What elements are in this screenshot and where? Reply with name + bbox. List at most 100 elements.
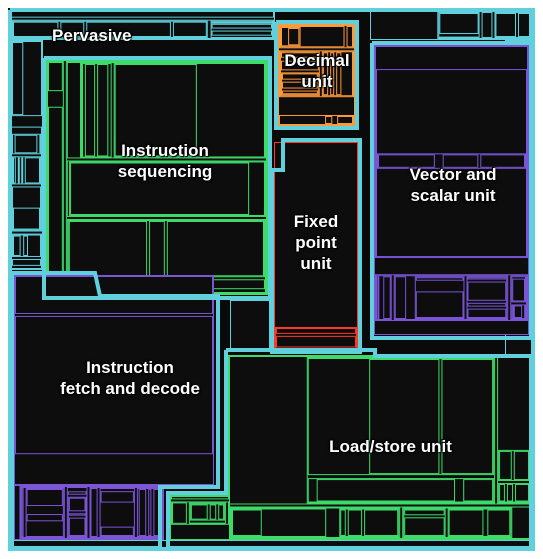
- circuit-block: [467, 277, 507, 280]
- instruction-sequencing-label-line-1: Instruction: [121, 141, 209, 160]
- circuit-block: [211, 21, 273, 24]
- circuit-block: [26, 489, 63, 507]
- circuit-block: [515, 484, 530, 502]
- load-store-unit-label: Load/store unit: [308, 436, 473, 457]
- circuit-block: [13, 157, 16, 184]
- circuit-block: [439, 36, 479, 39]
- fixed-point-unit-region: [274, 142, 358, 350]
- vector-scalar-unit-label-line-2: scalar unit: [410, 186, 496, 205]
- circuit-block: [70, 162, 250, 215]
- pervasive-label-line-1: Pervasive: [52, 26, 132, 45]
- circuit-block: [282, 81, 318, 89]
- circuit-block: [68, 497, 86, 512]
- circuit-block: [441, 359, 494, 475]
- circuit-block: [346, 26, 354, 48]
- circuit-block: [100, 526, 134, 536]
- circuit-block: [218, 504, 225, 520]
- circuit-block: [279, 114, 354, 125]
- circuit-block: [383, 276, 391, 320]
- circuit-block: [282, 90, 318, 95]
- unit-borders: [8, 8, 535, 551]
- fixed-point-unit-label-line-1: Fixed: [293, 212, 339, 231]
- circuit-block: [442, 154, 479, 168]
- circuit-block: [497, 357, 532, 504]
- circuit-block: [404, 509, 445, 516]
- instruction-sequencing-label: Instruction sequencing: [100, 140, 230, 182]
- circuit-block: [48, 106, 63, 293]
- circuit-block: [336, 52, 342, 96]
- decimal-unit-border: [274, 20, 359, 130]
- circuit-block: [15, 315, 213, 455]
- circuit-block: [524, 305, 527, 319]
- circuit-block: [415, 291, 464, 319]
- circuit-block: [499, 450, 512, 481]
- circuit-block: [364, 509, 399, 536]
- circuit-block: [190, 504, 208, 520]
- circuit-block: [377, 276, 380, 320]
- circuit-block: [448, 509, 484, 536]
- circuit-block: [467, 281, 507, 301]
- circuit-block: [316, 479, 456, 502]
- circuit-block: [211, 30, 273, 36]
- circuit-block: [26, 514, 63, 522]
- circuit-block: [512, 305, 515, 319]
- circuit-block: [487, 509, 511, 536]
- circuit-block: [84, 64, 96, 157]
- circuit-block: [90, 488, 98, 537]
- circuit-block: [67, 491, 87, 495]
- circuit-block: [148, 489, 152, 536]
- vector-scalar-unit-label: Vector and scalar unit: [390, 164, 516, 206]
- circuit-block: [12, 42, 24, 116]
- circuit-block: [86, 21, 171, 38]
- circuit-block: [171, 496, 229, 500]
- circuit-block: [481, 12, 493, 38]
- circuit-block: [17, 157, 20, 184]
- circuit-block: [232, 509, 262, 536]
- circuit-block: [21, 157, 24, 184]
- instruction-fetch-decode-region: [14, 275, 214, 540]
- circuit-block: [12, 258, 41, 266]
- circuit-block: [68, 513, 86, 516]
- circuit-block: [330, 52, 335, 96]
- circuit-block: [230, 300, 270, 350]
- circuit-block: [68, 517, 86, 536]
- instruction-sequencing-label-line-2: sequencing: [117, 162, 213, 181]
- circuit-block: [513, 305, 523, 319]
- decimal-unit-label-line-2: unit: [301, 72, 333, 91]
- decimal-unit-label: Decimal unit: [277, 50, 357, 92]
- circuit-block: [463, 479, 494, 502]
- fixed-point-unit-label-line-3: unit: [300, 254, 332, 273]
- circuit-block: [14, 134, 38, 154]
- circuit-block: [517, 13, 530, 37]
- circuit-block: [369, 359, 440, 475]
- circuit-block: [467, 302, 507, 307]
- circuit-block: [274, 142, 358, 350]
- circuit-block: [337, 115, 354, 124]
- instruction-fetch-decode-label: Instruction fetch and decode: [50, 357, 210, 399]
- circuit-block: [97, 64, 109, 157]
- decimal-unit-label-line-1: Decimal: [284, 51, 350, 70]
- circuit-block: [415, 277, 464, 281]
- circuit-block: [100, 491, 134, 503]
- circuit-block: [60, 21, 85, 38]
- circuit-block: [24, 157, 40, 184]
- circuit-block: [149, 220, 165, 277]
- circuit-block: [467, 308, 507, 319]
- circuit-block: [513, 450, 530, 481]
- vector-scalar-unit-region: [374, 45, 529, 335]
- circuit-block: [340, 509, 346, 536]
- circuit-block: [282, 73, 318, 80]
- load-store-unit-label-line-1: Load/store unit: [329, 437, 452, 456]
- circuit-block: [211, 23, 273, 29]
- circuit-block: [378, 154, 435, 168]
- fixed-point-unit-label-line-2: point: [295, 233, 337, 252]
- circuit-block: [172, 21, 207, 38]
- load-store-unit-region: [170, 355, 533, 540]
- instruction-fetch-decode-label-line-1: Instruction: [86, 358, 174, 377]
- circuit-block: [13, 235, 21, 256]
- circuit-block: [276, 327, 356, 334]
- circuit-block: [23, 235, 29, 256]
- circuit-block: [11, 11, 274, 18]
- vector-scalar-unit-label-line-1: Vector and: [409, 165, 497, 184]
